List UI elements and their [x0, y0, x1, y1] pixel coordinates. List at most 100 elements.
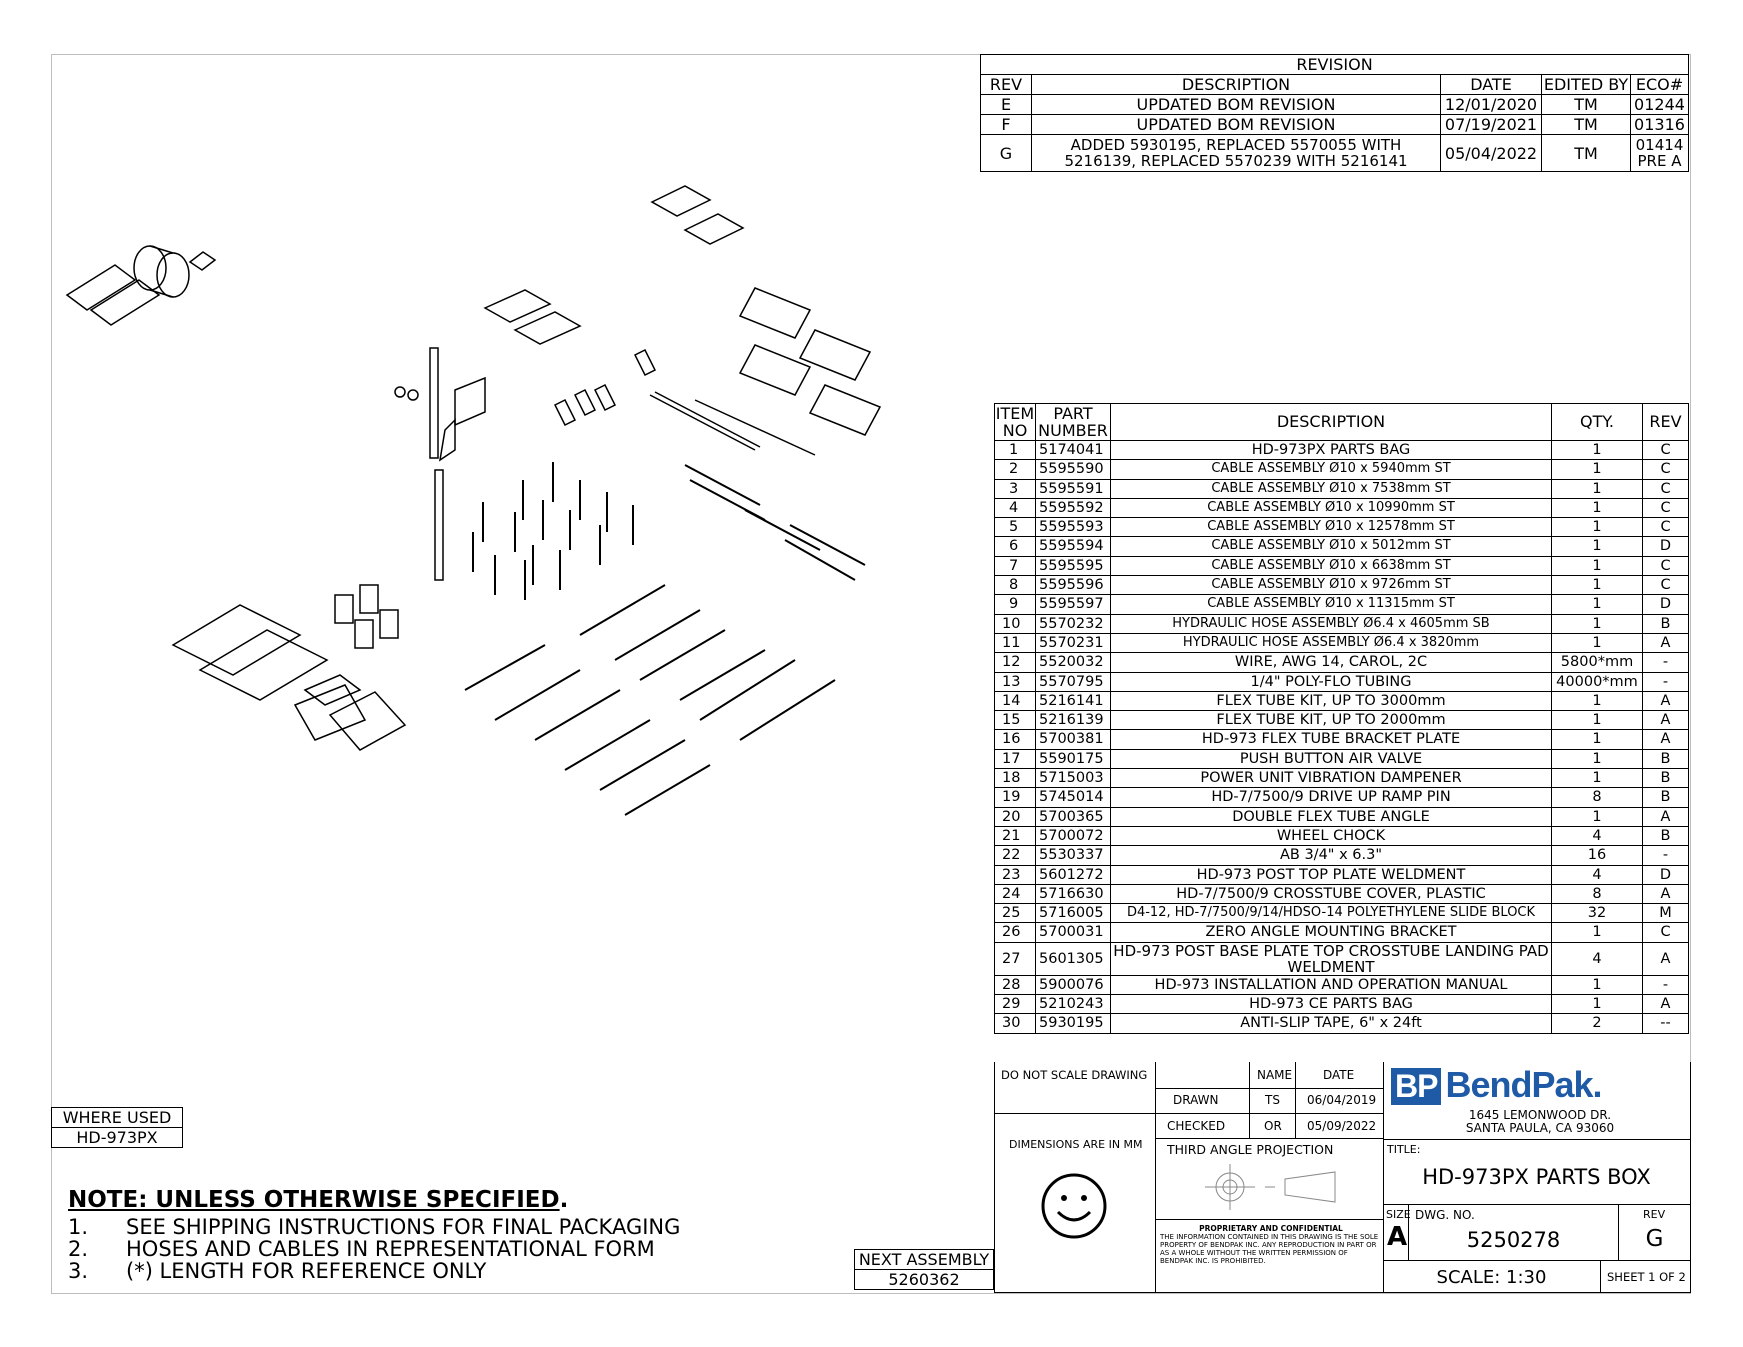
bom-part-number: 5716005: [1035, 903, 1111, 924]
bom-part-number: 5601305: [1035, 941, 1111, 976]
drawing-revision: G: [1645, 1226, 1664, 1252]
bom-item-no: 27: [994, 941, 1036, 976]
bom-description: CABLE ASSEMBLY Ø10 x 7538mm ST: [1110, 478, 1552, 499]
revision-eco: 01414 PRE A: [1630, 134, 1689, 172]
bom-item-no: 10: [994, 613, 1036, 634]
bom-header-qty: QTY.: [1551, 403, 1643, 441]
next-assembly-value: 5260362: [854, 1269, 994, 1290]
revision-rev: F: [980, 114, 1032, 135]
bom-revision: A: [1642, 806, 1689, 827]
bom-item-no: 17: [994, 748, 1036, 770]
bom-description: HD-973 CE PARTS BAG: [1110, 994, 1552, 1015]
notes-heading: NOTE: UNLESS OTHERWISE SPECIFIED.: [68, 1187, 568, 1213]
bom-item-no: 28: [994, 974, 1036, 996]
bom-description: HD-7/7500/9 CROSSTUBE COVER, PLASTIC: [1110, 883, 1552, 905]
checked-label: CHECKED: [1167, 1119, 1226, 1133]
bom-quantity: 16: [1551, 845, 1643, 866]
bom-revision: C: [1642, 555, 1689, 577]
bom-quantity: 1: [1551, 806, 1643, 827]
bom-description: HD-973 POST BASE PLATE TOP CROSSTUBE LAN…: [1110, 941, 1552, 976]
bom-part-number: 5745014: [1035, 787, 1111, 808]
bill-of-materials-table: ITEM NO PART NUMBER DESCRIPTION QTY. REV…: [994, 403, 1689, 1034]
bom-description: PUSH BUTTON AIR VALVE: [1110, 748, 1552, 770]
bom-revision: B: [1642, 825, 1689, 847]
bom-quantity: 1: [1551, 994, 1643, 1015]
bom-part-number: 5590175: [1035, 748, 1111, 770]
bom-part-number: 5595594: [1035, 536, 1111, 557]
sheet-size: A: [1387, 1222, 1408, 1252]
note-item: 3. (*) LENGTH FOR REFERENCE ONLY: [68, 1260, 708, 1282]
bom-description: FLEX TUBE KIT, UP TO 2000mm: [1110, 710, 1552, 731]
proprietary-text: THE INFORMATION CONTAINED IN THIS DRAWIN…: [1160, 1233, 1379, 1265]
revision-eco: 01316: [1630, 114, 1689, 135]
dwg-no-label: DWG. NO.: [1415, 1208, 1475, 1222]
bom-part-number: 5700365: [1035, 806, 1111, 827]
note-text: SEE SHIPPING INSTRUCTIONS FOR FINAL PACK…: [126, 1215, 681, 1239]
bom-quantity: 32: [1551, 903, 1643, 924]
bom-description: CABLE ASSEMBLY Ø10 x 11315mm ST: [1110, 594, 1552, 615]
bom-item-no: 6: [994, 536, 1036, 557]
sheet-number: SHEET 1 OF 2: [1607, 1270, 1686, 1284]
bom-part-number: 5520032: [1035, 652, 1111, 673]
drawing-title: HD-973PX PARTS BOX: [1422, 1165, 1651, 1189]
bom-part-number: 5570795: [1035, 671, 1111, 692]
bom-item-no: 13: [994, 671, 1036, 692]
slip-pad-drawing: [738, 287, 882, 436]
bom-revision: C: [1642, 575, 1689, 596]
company-address: 1645 LEMONWOOD DR. SANTA PAULA, CA 93060: [1395, 1109, 1685, 1135]
bom-item-no: 9: [994, 594, 1036, 615]
bom-quantity: 1: [1551, 575, 1643, 596]
title-label: TITLE:: [1387, 1143, 1421, 1156]
bom-part-number: 5700381: [1035, 729, 1111, 750]
note-text: (*) LENGTH FOR REFERENCE ONLY: [126, 1259, 487, 1283]
note-number: 2.: [68, 1237, 89, 1261]
bom-description: HYDRAULIC HOSE ASSEMBLY Ø6.4 x 3820mm: [1110, 632, 1552, 654]
bom-quantity: 40000*mm: [1551, 671, 1643, 692]
bom-revision: D: [1642, 536, 1689, 557]
bom-quantity: 1: [1551, 536, 1643, 557]
bom-quantity: 1: [1551, 710, 1643, 731]
checked-name: OR: [1264, 1119, 1282, 1133]
revision-description: UPDATED BOM REVISION: [1031, 94, 1441, 115]
revision-header-rev: REV: [980, 74, 1032, 95]
next-assembly-table: NEXT ASSEMBLY 5260362: [854, 1249, 994, 1290]
bom-revision: A: [1642, 690, 1689, 712]
notes-heading-period: .: [559, 1187, 569, 1213]
note-text: HOSES AND CABLES IN REPRESENTATIONAL FOR…: [126, 1237, 655, 1261]
drawing-scale: SCALE: 1:30: [1436, 1267, 1547, 1288]
bom-revision: C: [1642, 497, 1689, 519]
revision-header-description: DESCRIPTION: [1031, 74, 1441, 95]
cable-assembly-drawing: [464, 464, 866, 816]
projection-label: THIRD ANGLE PROJECTION: [1167, 1142, 1334, 1157]
bom-description: CABLE ASSEMBLY Ø10 x 10990mm ST: [1110, 497, 1552, 519]
bom-item-no: 7: [994, 555, 1036, 577]
note-number: 3.: [68, 1259, 89, 1283]
bom-part-number: 5210243: [1035, 994, 1111, 1015]
bom-item-no: 11: [994, 632, 1036, 654]
note-item: 2. HOSES AND CABLES IN REPRESENTATIONAL …: [68, 1238, 708, 1260]
bom-quantity: 1: [1551, 439, 1643, 461]
bom-description: POWER UNIT VIBRATION DAMPENER: [1110, 768, 1552, 789]
bom-revision: B: [1642, 787, 1689, 808]
bom-revision: B: [1642, 613, 1689, 634]
revision-row: E UPDATED BOM REVISION 12/01/2020 TM 012…: [980, 94, 1689, 115]
bom-part-number: 5930195: [1035, 1013, 1111, 1034]
bom-item-no: 24: [994, 883, 1036, 905]
bom-part-number: 5216141: [1035, 690, 1111, 712]
